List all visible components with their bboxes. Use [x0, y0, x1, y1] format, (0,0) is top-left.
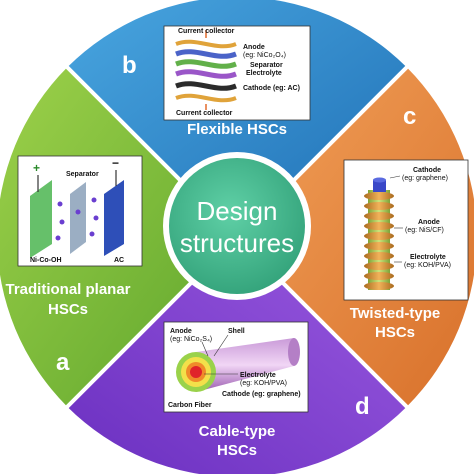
- planar-ions: [55, 197, 99, 241]
- twisted-label-electrolyte: Electrolyte: [410, 254, 446, 261]
- flexible-label-separator: Separator: [250, 62, 283, 69]
- planar-label-minus: −: [112, 156, 119, 170]
- planar-right-electrode: [104, 180, 124, 256]
- twisted-label-anode-eg: (eg: NiS/CF): [405, 227, 444, 234]
- center-title-line1: Design: [197, 196, 278, 226]
- cable-label-anode: Anode: [170, 328, 192, 335]
- cable-label-cathode: Cathode (eg: graphene): [222, 391, 301, 398]
- cable-label-shell: Shell: [228, 328, 245, 335]
- center-title-line2: structures: [180, 228, 294, 258]
- panel-flexible: Current collector Anode (eg: NiCo₂O₄) Se…: [163, 25, 311, 121]
- planar-label-plus: +: [33, 161, 40, 175]
- flexible-label-cathode: Cathode (eg: AC): [243, 85, 300, 92]
- cable-label-carbon-fiber: Carbon Fiber: [168, 402, 212, 409]
- title-planar-1: Traditional planar: [5, 281, 130, 298]
- cable-label-electrolyte: Electrolyte: [240, 372, 276, 379]
- planar-label-right: AC: [114, 257, 124, 264]
- title-cable-2: HSCs: [217, 442, 257, 459]
- flexible-label-cc-top: Current collector: [178, 28, 235, 35]
- cable-carbon-fiber: [190, 366, 202, 378]
- twisted-label-cathode-eg: (eg: graphene): [402, 175, 448, 182]
- flexible-layer-stack: [175, 30, 237, 110]
- title-cable-1: Cable-type: [199, 423, 276, 440]
- letter-a: a: [56, 349, 70, 376]
- title-planar-2: HSCs: [48, 301, 88, 318]
- twisted-label-cathode: Cathode: [413, 167, 441, 174]
- twisted-coil: [364, 192, 394, 290]
- letter-c: c: [403, 103, 416, 130]
- cable-label-anode-eg: (eg: NiCo₂S₄): [170, 336, 212, 343]
- panel-planar: + − Separator Ni-Co-OH AC: [17, 155, 143, 267]
- center-disk: [169, 158, 305, 294]
- title-twisted-2: HSCs: [375, 324, 415, 341]
- flexible-label-anode-eg: (eg: NiCo₂O₄): [243, 52, 286, 59]
- twisted-top-cap: [373, 180, 386, 192]
- panel-cable: Anode (eg: NiCo₂S₄) Shell Electrolyte (e…: [163, 321, 309, 413]
- planar-left-electrode: [30, 180, 52, 258]
- planar-separator: [70, 182, 86, 254]
- letter-d: d: [355, 393, 370, 420]
- flexible-label-anode: Anode: [243, 44, 265, 51]
- planar-label-left: Ni-Co-OH: [30, 257, 62, 264]
- cable-body: [196, 338, 299, 392]
- title-flexible: Flexible HSCs: [187, 121, 287, 138]
- letter-b: b: [122, 52, 137, 79]
- cable-label-electrolyte-eg: (eg: KOH/PVA): [240, 380, 287, 387]
- twisted-label-anode: Anode: [418, 219, 440, 226]
- flexible-label-cc-bottom: Current collector: [176, 110, 233, 117]
- panel-twisted: Cathode (eg: graphene) Anode (eg: NiS/CF…: [343, 159, 469, 301]
- twisted-label-electrolyte-eg: (eg: KOH/PVA): [404, 262, 451, 269]
- flexible-label-electrolyte: Electrolyte: [246, 70, 282, 77]
- title-twisted-1: Twisted-type: [350, 305, 441, 322]
- planar-label-separator: Separator: [66, 171, 99, 178]
